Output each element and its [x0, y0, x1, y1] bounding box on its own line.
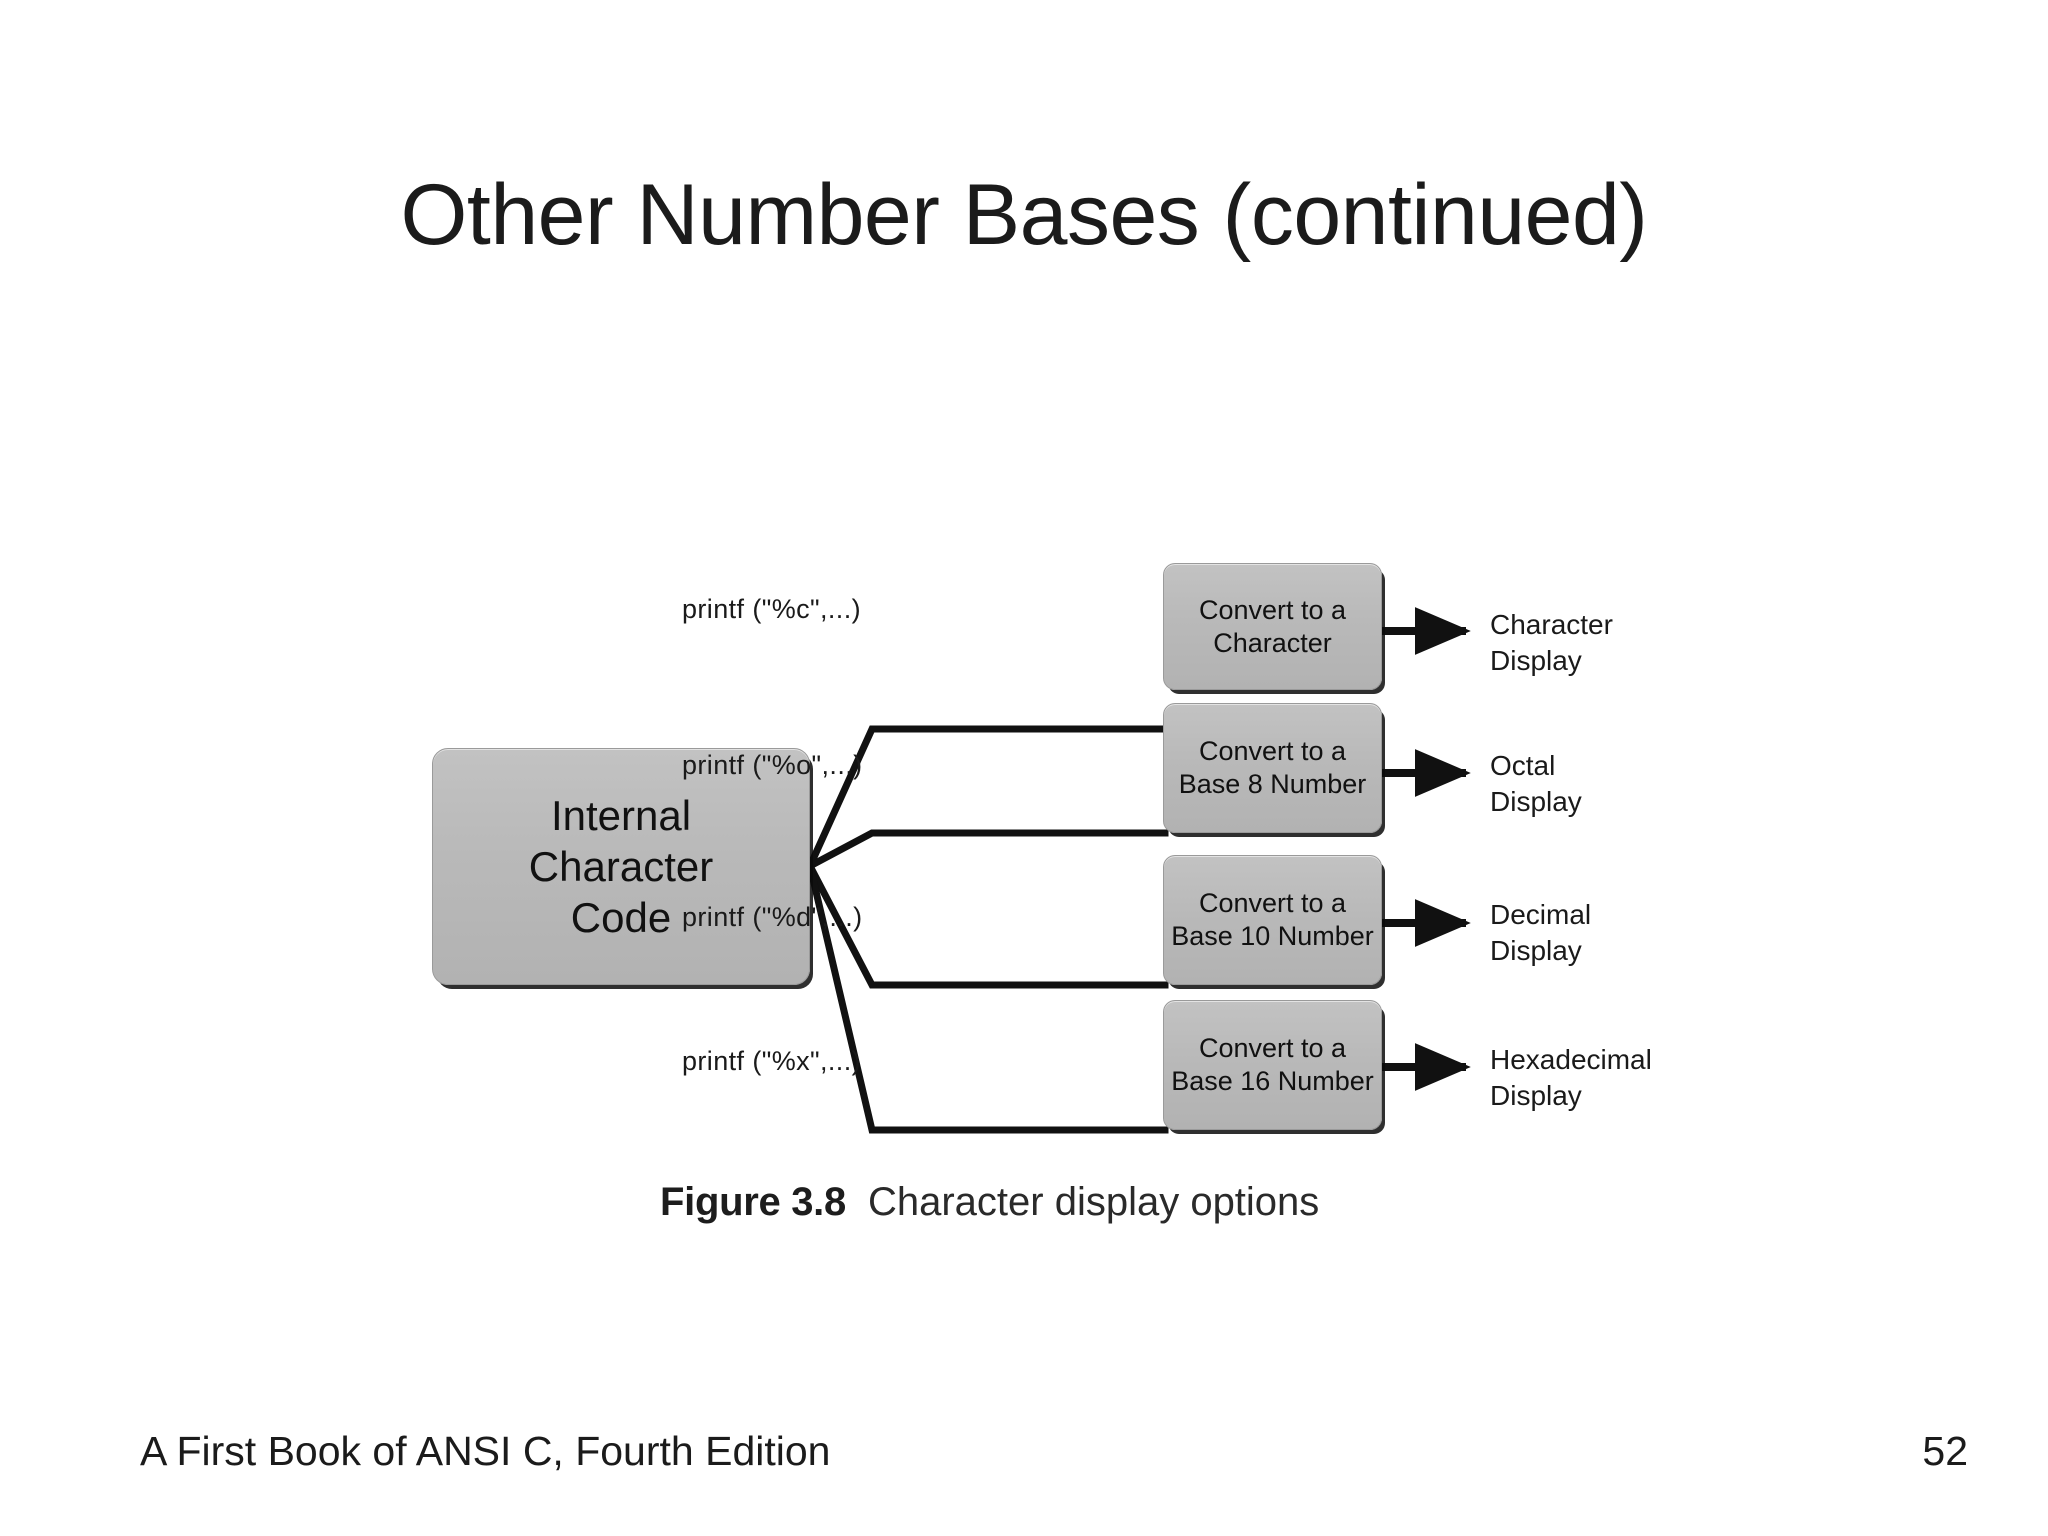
- figure-caption: Figure 3.8 Character display options: [660, 1180, 1319, 1225]
- output-label-octal-display: Octal Display: [1490, 750, 1582, 817]
- node-label: Convert to a Base 10 Number: [1171, 888, 1374, 951]
- connector-lines: [805, 607, 1471, 1134]
- edge-label-printf-c: printf ("%c",...): [682, 594, 861, 624]
- figure-diagram: Internal Character Code printf ("%c",...…: [420, 545, 1720, 1134]
- node-label: Convert to a Base 8 Number: [1178, 736, 1367, 799]
- connector-branch-1: [805, 725, 1169, 871]
- footer-page-number: 52: [1922, 1428, 1968, 1474]
- connector-branch-2: [805, 829, 1169, 871]
- output-label-character-display: Character Display: [1490, 609, 1613, 676]
- node-convert-to-character: Convert to a Character: [1163, 563, 1382, 690]
- edge-label-printf-d: printf ("%d",...): [682, 902, 863, 932]
- node-convert-to-base-16: Convert to a Base 16 Number: [1163, 1000, 1382, 1130]
- node-convert-to-base-10: Convert to a Base 10 Number: [1163, 855, 1382, 985]
- connector-branch-4: [805, 861, 1169, 1134]
- node-label: Convert to a Base 16 Number: [1171, 1033, 1374, 1096]
- connector-branch-3: [805, 861, 1169, 989]
- node-internal-character-code: Internal Character Code: [432, 748, 810, 985]
- footer-source-text: A First Book of ANSI C, Fourth Edition: [140, 1428, 831, 1474]
- output-label-decimal-display: Decimal Display: [1490, 899, 1592, 966]
- figure-canvas: Internal Character Code printf ("%c",...…: [420, 545, 1720, 1185]
- figure-caption-text: Character display options: [867, 1180, 1320, 1224]
- node-label: Convert to a Character: [1198, 594, 1347, 658]
- edge-label-printf-o: printf ("%o",...): [682, 750, 863, 780]
- node-convert-to-base-8: Convert to a Base 8 Number: [1163, 703, 1382, 833]
- node-label: Internal Character Code: [528, 791, 714, 942]
- edge-label-printf-x: printf ("%x",...): [682, 1046, 861, 1076]
- output-label-hexadecimal-display: Hexadecimal Display: [1490, 1044, 1652, 1111]
- page-title: Other Number Bases (continued): [400, 166, 1648, 263]
- figure-caption-number: Figure 3.8: [660, 1180, 846, 1224]
